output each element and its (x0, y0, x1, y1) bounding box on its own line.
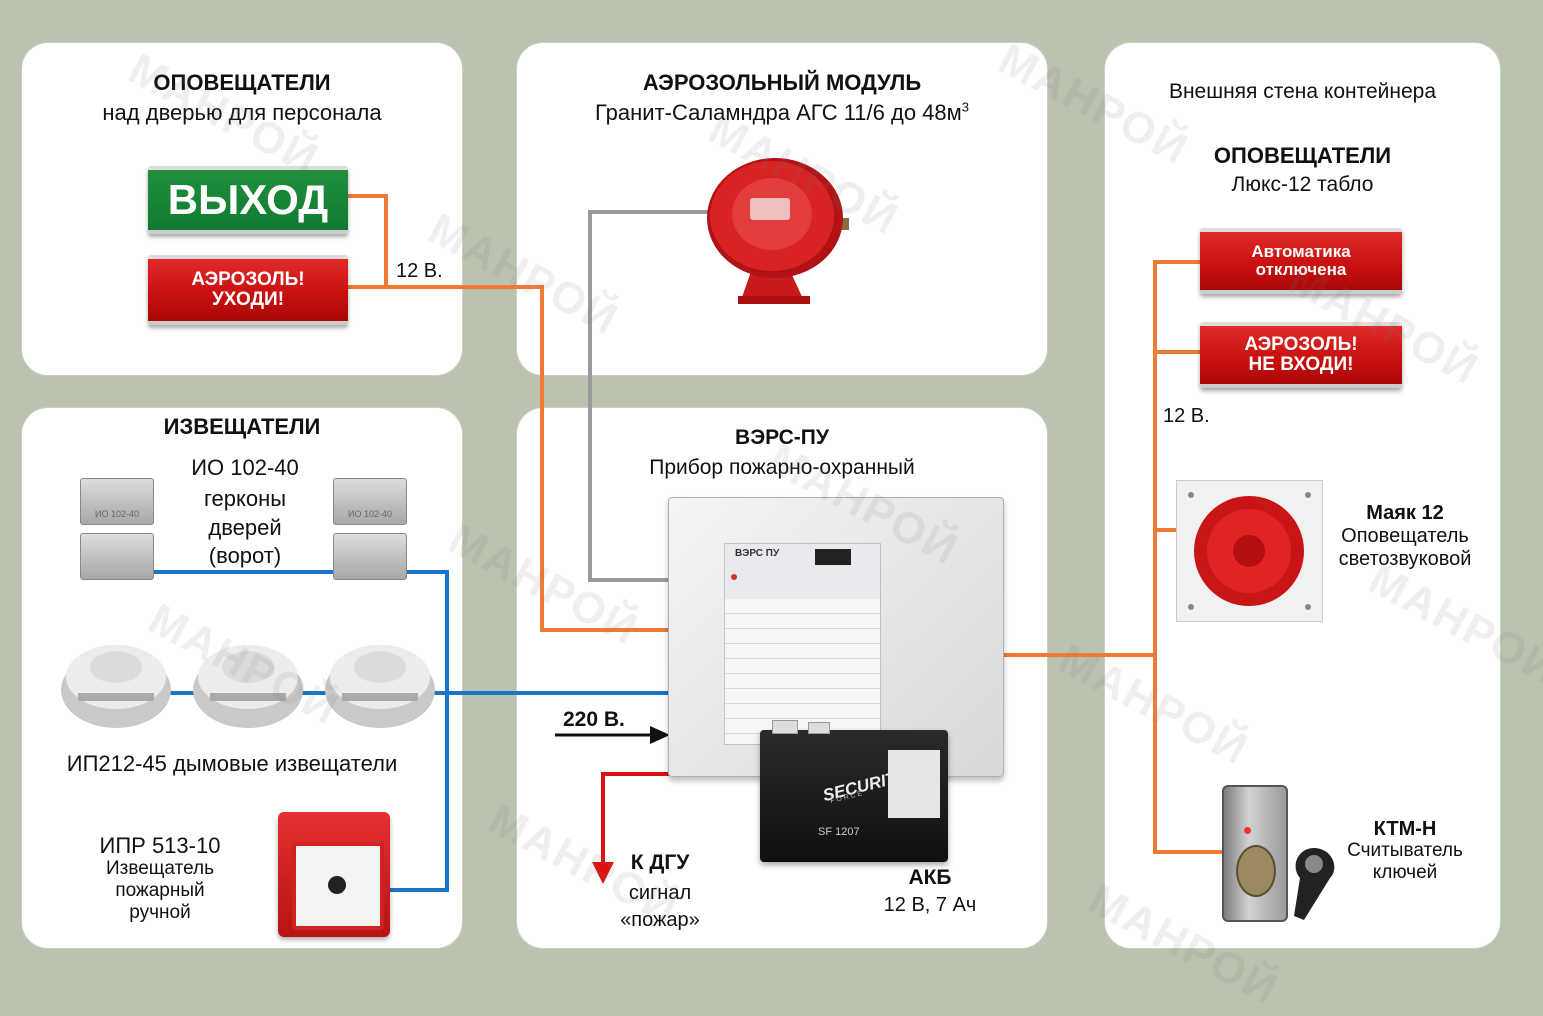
aerosol-module-unit-sup: 3 (961, 99, 970, 115)
door-sounders-title: ОПОВЕЩАТЕЛИ (153, 70, 331, 95)
power-220v-label: 220 В. (563, 708, 625, 731)
reed-switch-left: ИО 102-40 (80, 478, 154, 580)
dgu-title: К ДГУ (630, 851, 690, 874)
manual-call-point-icon (278, 812, 390, 937)
outer-wall-subtitle: Люкс-12 табло (1231, 173, 1374, 196)
smoke-detector-1 (61, 645, 171, 728)
controller-title: ВЭРС-ПУ (735, 426, 829, 449)
automatics-off-sign: Автоматика отключена (1200, 228, 1402, 294)
aerosol-leave-sign: АЭРОЗОЛЬ! УХОДИ! (148, 255, 348, 325)
outer-wall-heading: Внешняя стена контейнера (1168, 80, 1437, 103)
reed-label-right: ИО 102-40 (333, 478, 407, 525)
automatics-off-label: Автоматика отключена (1251, 242, 1351, 279)
voltage-12v-wall: 12 В. (1163, 405, 1210, 427)
battery-title: АКБ (908, 866, 952, 889)
beacon-icon (1176, 480, 1323, 622)
smoke-detector-2 (193, 645, 303, 728)
aerosol-module-model: Гранит-Саламндра АГС 11/6 до 48м (594, 100, 962, 125)
voltage-12v-door: 12 В. (396, 260, 443, 282)
aerosol-module-subtitle: Гранит-Саламндра АГС 11/6 до 48м3 (517, 100, 1047, 125)
manual-call-name: ИПР 513-10 (99, 833, 221, 858)
controller-subtitle: Прибор пожарно-охранный (649, 456, 915, 479)
reader-desc: Считыватель ключей (1347, 840, 1463, 883)
dgu-desc: сигнал «пожар» (620, 882, 700, 931)
reed-label-left: ИО 102-40 (80, 478, 154, 525)
battery-desc: 12 В, 7 Ач (883, 894, 977, 916)
controller-brand: ВЭРС ПУ (735, 548, 780, 559)
reader-name: КТМ-Н (1373, 818, 1437, 840)
exit-sign-label: ВЫХОД (167, 175, 329, 223)
aerosol-module-icon (707, 158, 849, 304)
controller-device: ВЭРС ПУ (668, 497, 1004, 777)
beacon-name: Маяк 12 (1366, 502, 1444, 524)
outer-wall-title: ОПОВЕЩАТЕЛИ (1213, 143, 1392, 168)
smoke-detector-3 (325, 645, 435, 728)
smoke-detectors-label: ИП212-45 дымовые извещатели (66, 751, 398, 776)
aerosol-leave-label: АЭРОЗОЛЬ! УХОДИ! (191, 269, 305, 310)
battery-icon: SECURITY FORCE SF 1207 (760, 720, 948, 862)
aerosol-module-title: АЭРОЗОЛЬНЫЙ МОДУЛЬ (642, 70, 922, 95)
battery-model: SF 1207 (818, 826, 860, 838)
beacon-desc: Оповещатель светозвуковой (1338, 525, 1472, 570)
reed-desc: герконы дверей (ворот) (203, 486, 287, 569)
manual-call-desc: Извещатель пожарный ручной (105, 858, 214, 923)
key-fob-icon (1294, 848, 1335, 920)
detectors-title: ИЗВЕЩАТЕЛИ (163, 414, 321, 439)
reed-switch-right: ИО 102-40 (333, 478, 407, 580)
aerosol-no-enter-sign: АЭРОЗОЛЬ! НЕ ВХОДИ! (1200, 322, 1402, 388)
key-reader-icon (1222, 785, 1288, 922)
door-sounders-subtitle: над дверью для персонала (102, 100, 382, 125)
reed-title: ИО 102-40 (191, 455, 299, 480)
aerosol-no-enter-label: АЭРОЗОЛЬ! НЕ ВХОДИ! (1244, 334, 1358, 375)
exit-sign: ВЫХОД (148, 166, 348, 234)
